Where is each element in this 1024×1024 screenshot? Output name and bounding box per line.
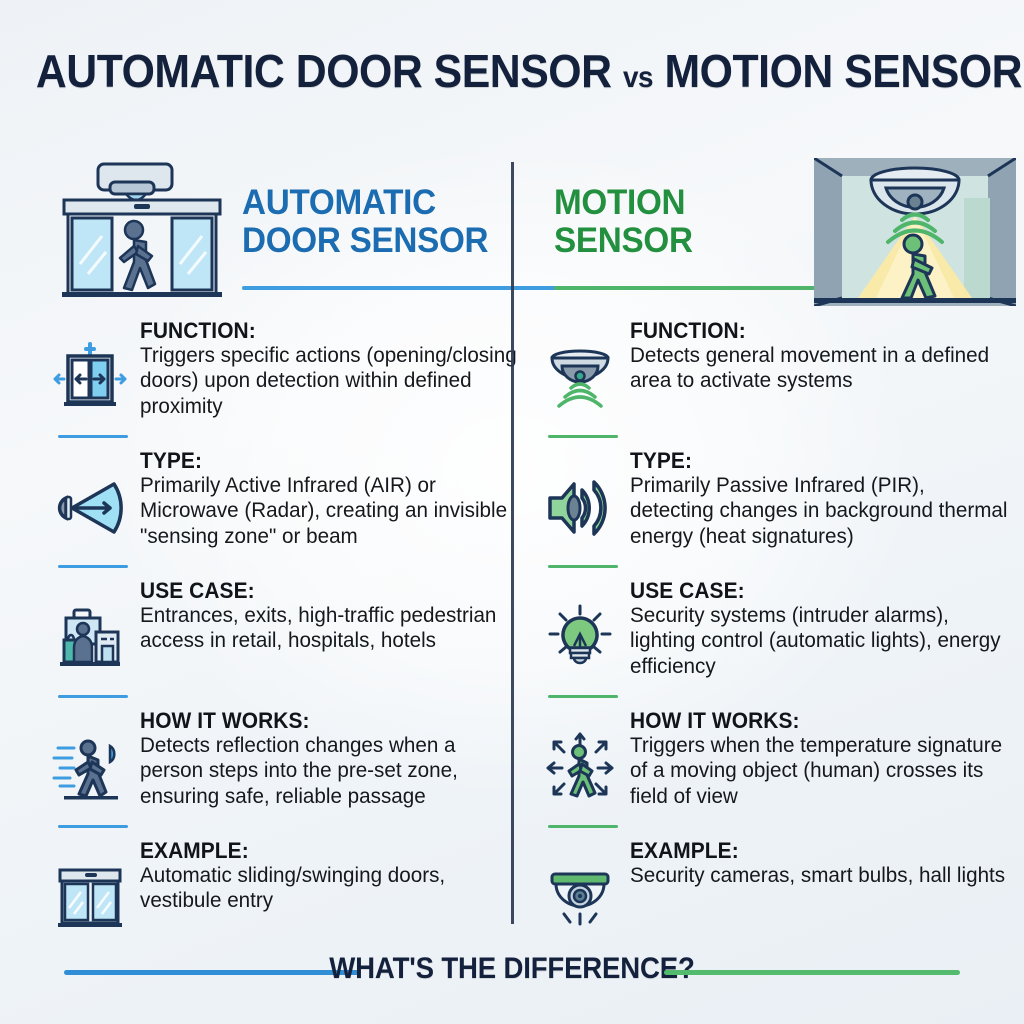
row-right-function-body: FUNCTION: Detects general movement in a …	[630, 314, 1014, 394]
person-motion-arrows-icon	[546, 732, 614, 798]
right-heading-line-2: SENSOR	[554, 220, 693, 260]
row-text: Security systems (intruder alarms), ligh…	[630, 603, 1001, 678]
row-text: Triggers specific actions (opening/closi…	[140, 343, 517, 418]
dome-sensor-waves-icon	[550, 349, 610, 408]
row-right-example-body: EXAMPLE: Security cameras, smart bulbs, …	[630, 834, 1014, 888]
row-text: Security cameras, smart bulbs, hall ligh…	[630, 863, 1006, 888]
row-label: USE CASE:	[630, 578, 745, 603]
row-right-how-it-works-body: HOW IT WORKS: Triggers when the temperat…	[630, 704, 1014, 809]
right-heading-underline	[554, 286, 816, 290]
row-text: Primarily Active Infrared (AIR) or Micro…	[140, 473, 508, 548]
row-right-example: EXAMPLE: Security cameras, smart bulbs, …	[534, 834, 1014, 964]
row-left-example: EXAMPLE: Automatic sliding/swinging door…	[44, 834, 524, 964]
row-right-how-it-works: HOW IT WORKS: Triggers when the temperat…	[534, 704, 1014, 834]
column-divider	[511, 162, 514, 924]
right-column-header: MOTION SENSOR	[546, 158, 1016, 308]
row-left-function-body: FUNCTION: Triggers specific actions (ope…	[140, 314, 524, 419]
row-left-type: TYPE: Primarily Active Infrared (AIR) or…	[44, 444, 524, 574]
row-label: HOW IT WORKS:	[630, 708, 800, 733]
row-text: Detects general movement in a defined ar…	[630, 343, 990, 393]
row-text: Automatic sliding/swinging doors, vestib…	[140, 863, 446, 913]
row-separator	[548, 825, 618, 828]
row-right-use-case-body: USE CASE: Security systems (intruder ala…	[630, 574, 1014, 679]
left-column-heading: AUTOMATIC DOOR SENSOR	[242, 184, 501, 260]
row-separator	[548, 435, 618, 438]
title-vs: vs	[622, 61, 654, 94]
row-right-use-case: USE CASE: Security systems (intruder ala…	[534, 574, 1014, 704]
row-label: FUNCTION:	[630, 318, 746, 343]
footer-text: WHAT'S THE DIFFERENCE?	[329, 952, 695, 985]
signal-emitter-waves-icon	[548, 480, 607, 536]
left-heading-underline	[242, 286, 564, 290]
light-bulb-icon	[548, 604, 612, 665]
left-heading-line-2: DOOR SENSOR	[242, 220, 489, 260]
page-title: AUTOMATIC DOOR SENSOR vs MOTION SENSOR	[35, 44, 1023, 98]
footer: WHAT'S THE DIFFERENCE?	[0, 952, 1024, 998]
row-label: FUNCTION:	[140, 318, 256, 343]
row-left-how-it-works: HOW IT WORKS: Detects reflection changes…	[44, 704, 524, 834]
row-right-function: FUNCTION: Detects general movement in a …	[534, 314, 1014, 444]
row-left-function: FUNCTION: Triggers specific actions (ope…	[44, 314, 524, 444]
left-heading-line-1: AUTOMATIC	[242, 183, 436, 222]
automatic-sliding-door-illustration	[62, 162, 222, 297]
row-separator	[58, 435, 128, 438]
row-text: Detects reflection changes when a person…	[140, 733, 458, 808]
walking-person-reflection-icon	[52, 739, 118, 800]
row-separator	[548, 565, 618, 568]
row-separator	[58, 825, 128, 828]
row-right-type-body: TYPE: Primarily Passive Infrared (PIR), …	[630, 444, 1014, 549]
row-label: TYPE:	[630, 448, 693, 473]
row-separator	[58, 695, 128, 698]
row-text: Triggers when the temperature signature …	[630, 733, 1003, 808]
row-right-type: TYPE: Primarily Passive Infrared (PIR), …	[534, 444, 1014, 574]
left-column-header: AUTOMATIC DOOR SENSOR	[46, 158, 564, 308]
glass-sliding-doors-icon	[58, 868, 122, 927]
left-column-rows: FUNCTION: Triggers specific actions (ope…	[44, 314, 524, 964]
row-text: Entrances, exits, high-traffic pedestria…	[140, 603, 497, 653]
row-text: Primarily Passive Infrared (PIR), detect…	[630, 473, 1008, 548]
title-right-part: MOTION SENSOR	[664, 45, 1023, 97]
ceiling-motion-sensor-hallway-illustration	[814, 158, 1016, 306]
dome-camera-icon	[550, 872, 610, 926]
row-left-type-body: TYPE: Primarily Active Infrared (AIR) or…	[140, 444, 524, 549]
right-heading-line-1: MOTION	[554, 183, 686, 222]
row-label: EXAMPLE:	[630, 838, 739, 863]
row-left-use-case: USE CASE: Entrances, exits, high-traffic…	[44, 574, 524, 704]
row-separator	[548, 695, 618, 698]
title-left-part: AUTOMATIC DOOR SENSOR	[35, 45, 612, 97]
row-left-use-case-body: USE CASE: Entrances, exits, high-traffic…	[140, 574, 524, 654]
footer-rule-right	[664, 970, 960, 975]
row-label: TYPE:	[140, 448, 203, 473]
shopper-storefront-icon	[60, 608, 120, 666]
row-label: HOW IT WORKS:	[140, 708, 310, 733]
row-label: USE CASE:	[140, 578, 255, 603]
right-column-heading: MOTION SENSOR	[554, 184, 700, 260]
right-column-rows: FUNCTION: Detects general movement in a …	[534, 314, 1014, 964]
row-left-example-body: EXAMPLE: Automatic sliding/swinging door…	[140, 834, 524, 914]
sliding-door-arrows-icon	[53, 342, 127, 406]
row-left-how-it-works-body: HOW IT WORKS: Detects reflection changes…	[140, 704, 524, 809]
row-label: EXAMPLE:	[140, 838, 249, 863]
row-separator	[58, 565, 128, 568]
sensor-beam-cone-icon	[57, 482, 123, 534]
